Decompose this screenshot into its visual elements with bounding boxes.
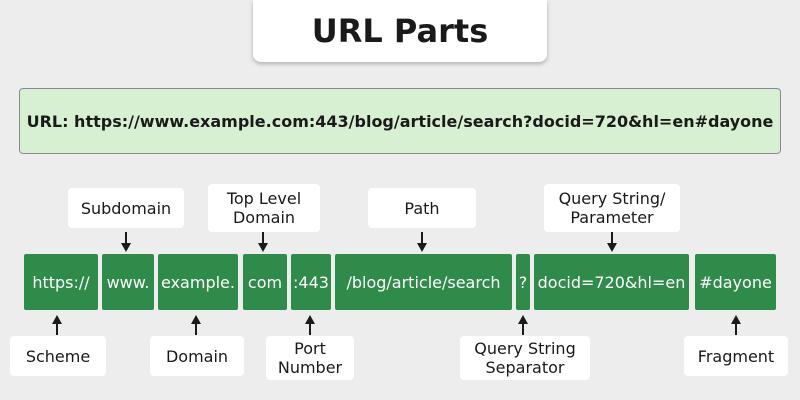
- arrow-domain: [191, 315, 201, 335]
- arrow-top-level-domain: [258, 232, 268, 252]
- segment-fragment: #dayone: [695, 254, 776, 310]
- segment-scheme: https://: [24, 254, 98, 310]
- arrow-query-string-separator: [518, 315, 528, 335]
- arrow-subdomain: [121, 232, 131, 252]
- label-fragment: Fragment: [684, 336, 788, 376]
- arrow-path: [417, 232, 427, 252]
- label-top-level-domain: Top Level Domain: [208, 184, 320, 232]
- segment-query-string: docid=720&hl=en: [534, 254, 689, 310]
- segment-path: /blog/article/search: [335, 254, 512, 310]
- arrow-port-number: [305, 315, 315, 335]
- label-scheme: Scheme: [10, 336, 106, 376]
- segment-port: :443: [291, 254, 331, 310]
- label-path: Path: [368, 188, 476, 228]
- segment-domain: example.: [158, 254, 238, 310]
- label-port-number: Port Number: [266, 336, 354, 380]
- label-subdomain: Subdomain: [68, 188, 184, 228]
- url-example-box: URL: https://www.example.com:443/blog/ar…: [19, 88, 781, 154]
- label-domain: Domain: [150, 336, 244, 376]
- arrow-query-string-parameter: [607, 232, 617, 252]
- segment-query-separator: ?: [516, 254, 530, 310]
- page-title: URL Parts: [253, 0, 547, 62]
- segment-top-level-domain: com: [243, 254, 287, 310]
- arrow-scheme: [52, 315, 62, 335]
- segment-subdomain: www.: [102, 254, 154, 310]
- label-query-string-parameter: Query String/ Parameter: [544, 184, 680, 232]
- label-query-string-separator: Query String Separator: [460, 336, 590, 380]
- arrow-fragment: [731, 315, 741, 335]
